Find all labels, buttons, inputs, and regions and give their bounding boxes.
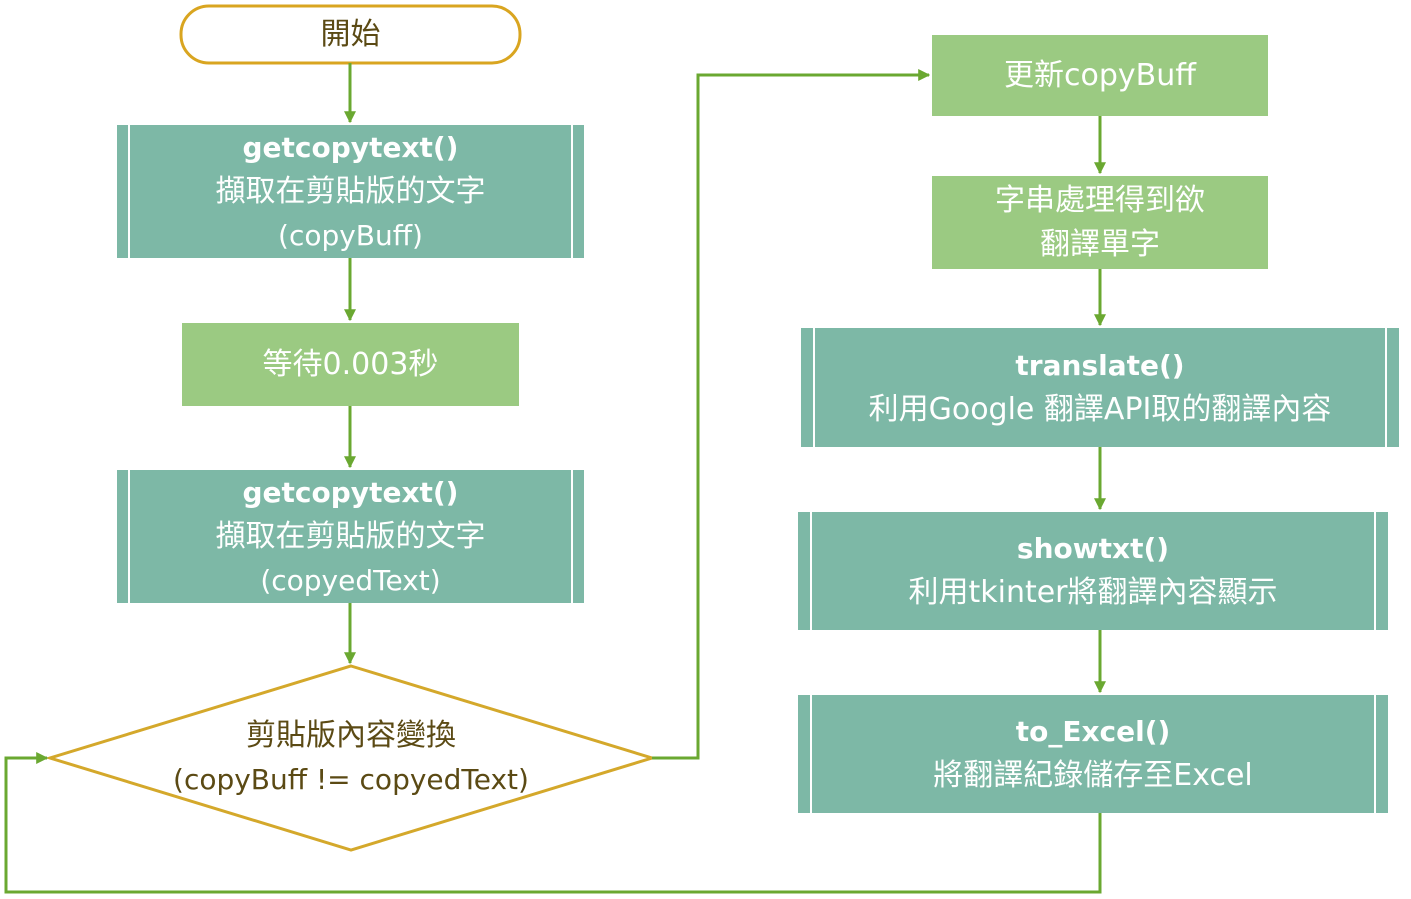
string-process-label: 字串處理得到欲 翻譯單字 — [932, 176, 1268, 269]
arrow-excel-loop-back — [4, 752, 1102, 894]
excel-label: to_Excel() 將翻譯紀錄儲存至Excel — [811, 695, 1375, 813]
getcopytext-2-func: getcopytext() — [242, 475, 459, 509]
showtxt-box — [798, 512, 1388, 630]
excel-desc: 將翻譯紀錄儲存至Excel — [933, 758, 1253, 793]
decision-diamond — [44, 664, 658, 852]
translate-func: translate() — [1015, 348, 1185, 382]
string-process-line2: 翻譯單字 — [1040, 226, 1160, 262]
getcopytext-1-desc: 擷取在剪貼版的文字 — [215, 173, 486, 209]
getcopytext-1-var: (copyBuff) — [278, 218, 423, 252]
showtxt-label: showtxt() 利用tkinter將翻譯內容顯示 — [811, 512, 1375, 630]
decision-title: 剪貼版內容變換 — [246, 718, 456, 753]
wait-label: 等待0.003秒 — [182, 323, 519, 406]
getcopytext-2-desc: 擷取在剪貼版的文字 — [215, 518, 486, 554]
getcopytext-1-func: getcopytext() — [242, 130, 459, 164]
getcopytext-2-box — [117, 470, 584, 603]
translate-desc: 利用Google 翻譯API取的翻譯內容 — [868, 391, 1332, 427]
excel-func: to_Excel() — [1015, 715, 1171, 748]
update-text: 更新copyBuff — [1004, 57, 1196, 93]
excel-box — [798, 695, 1388, 813]
showtxt-desc: 利用tkinter將翻譯內容顯示 — [908, 575, 1278, 610]
getcopytext-1-label: getcopytext() 擷取在剪貼版的文字 (copyBuff) — [129, 125, 572, 258]
string-process-line1: 字串處理得到欲 — [995, 182, 1205, 218]
getcopytext-2-var: (copyedText) — [260, 563, 441, 597]
update-box — [932, 35, 1268, 116]
start-text: 開始 — [320, 16, 381, 52]
getcopytext-1-box — [117, 125, 584, 258]
translate-label: translate() 利用Google 翻譯API取的翻譯內容 — [814, 328, 1386, 447]
arrow-decision-to-update — [652, 69, 931, 760]
string-process-box — [932, 176, 1268, 269]
decision-condition: (copyBuff != copyedText) — [173, 763, 529, 796]
decision-label: 剪貼版內容變換 (copyBuff != copyedText) — [90, 712, 612, 804]
wait-text: 等待0.003秒 — [262, 346, 439, 382]
translate-box — [801, 328, 1399, 447]
showtxt-func: showtxt() — [1016, 532, 1170, 565]
start-label: 開始 — [181, 6, 520, 63]
update-label: 更新copyBuff — [932, 35, 1268, 116]
wait-box — [182, 323, 519, 406]
getcopytext-2-label: getcopytext() 擷取在剪貼版的文字 (copyedText) — [129, 470, 572, 603]
